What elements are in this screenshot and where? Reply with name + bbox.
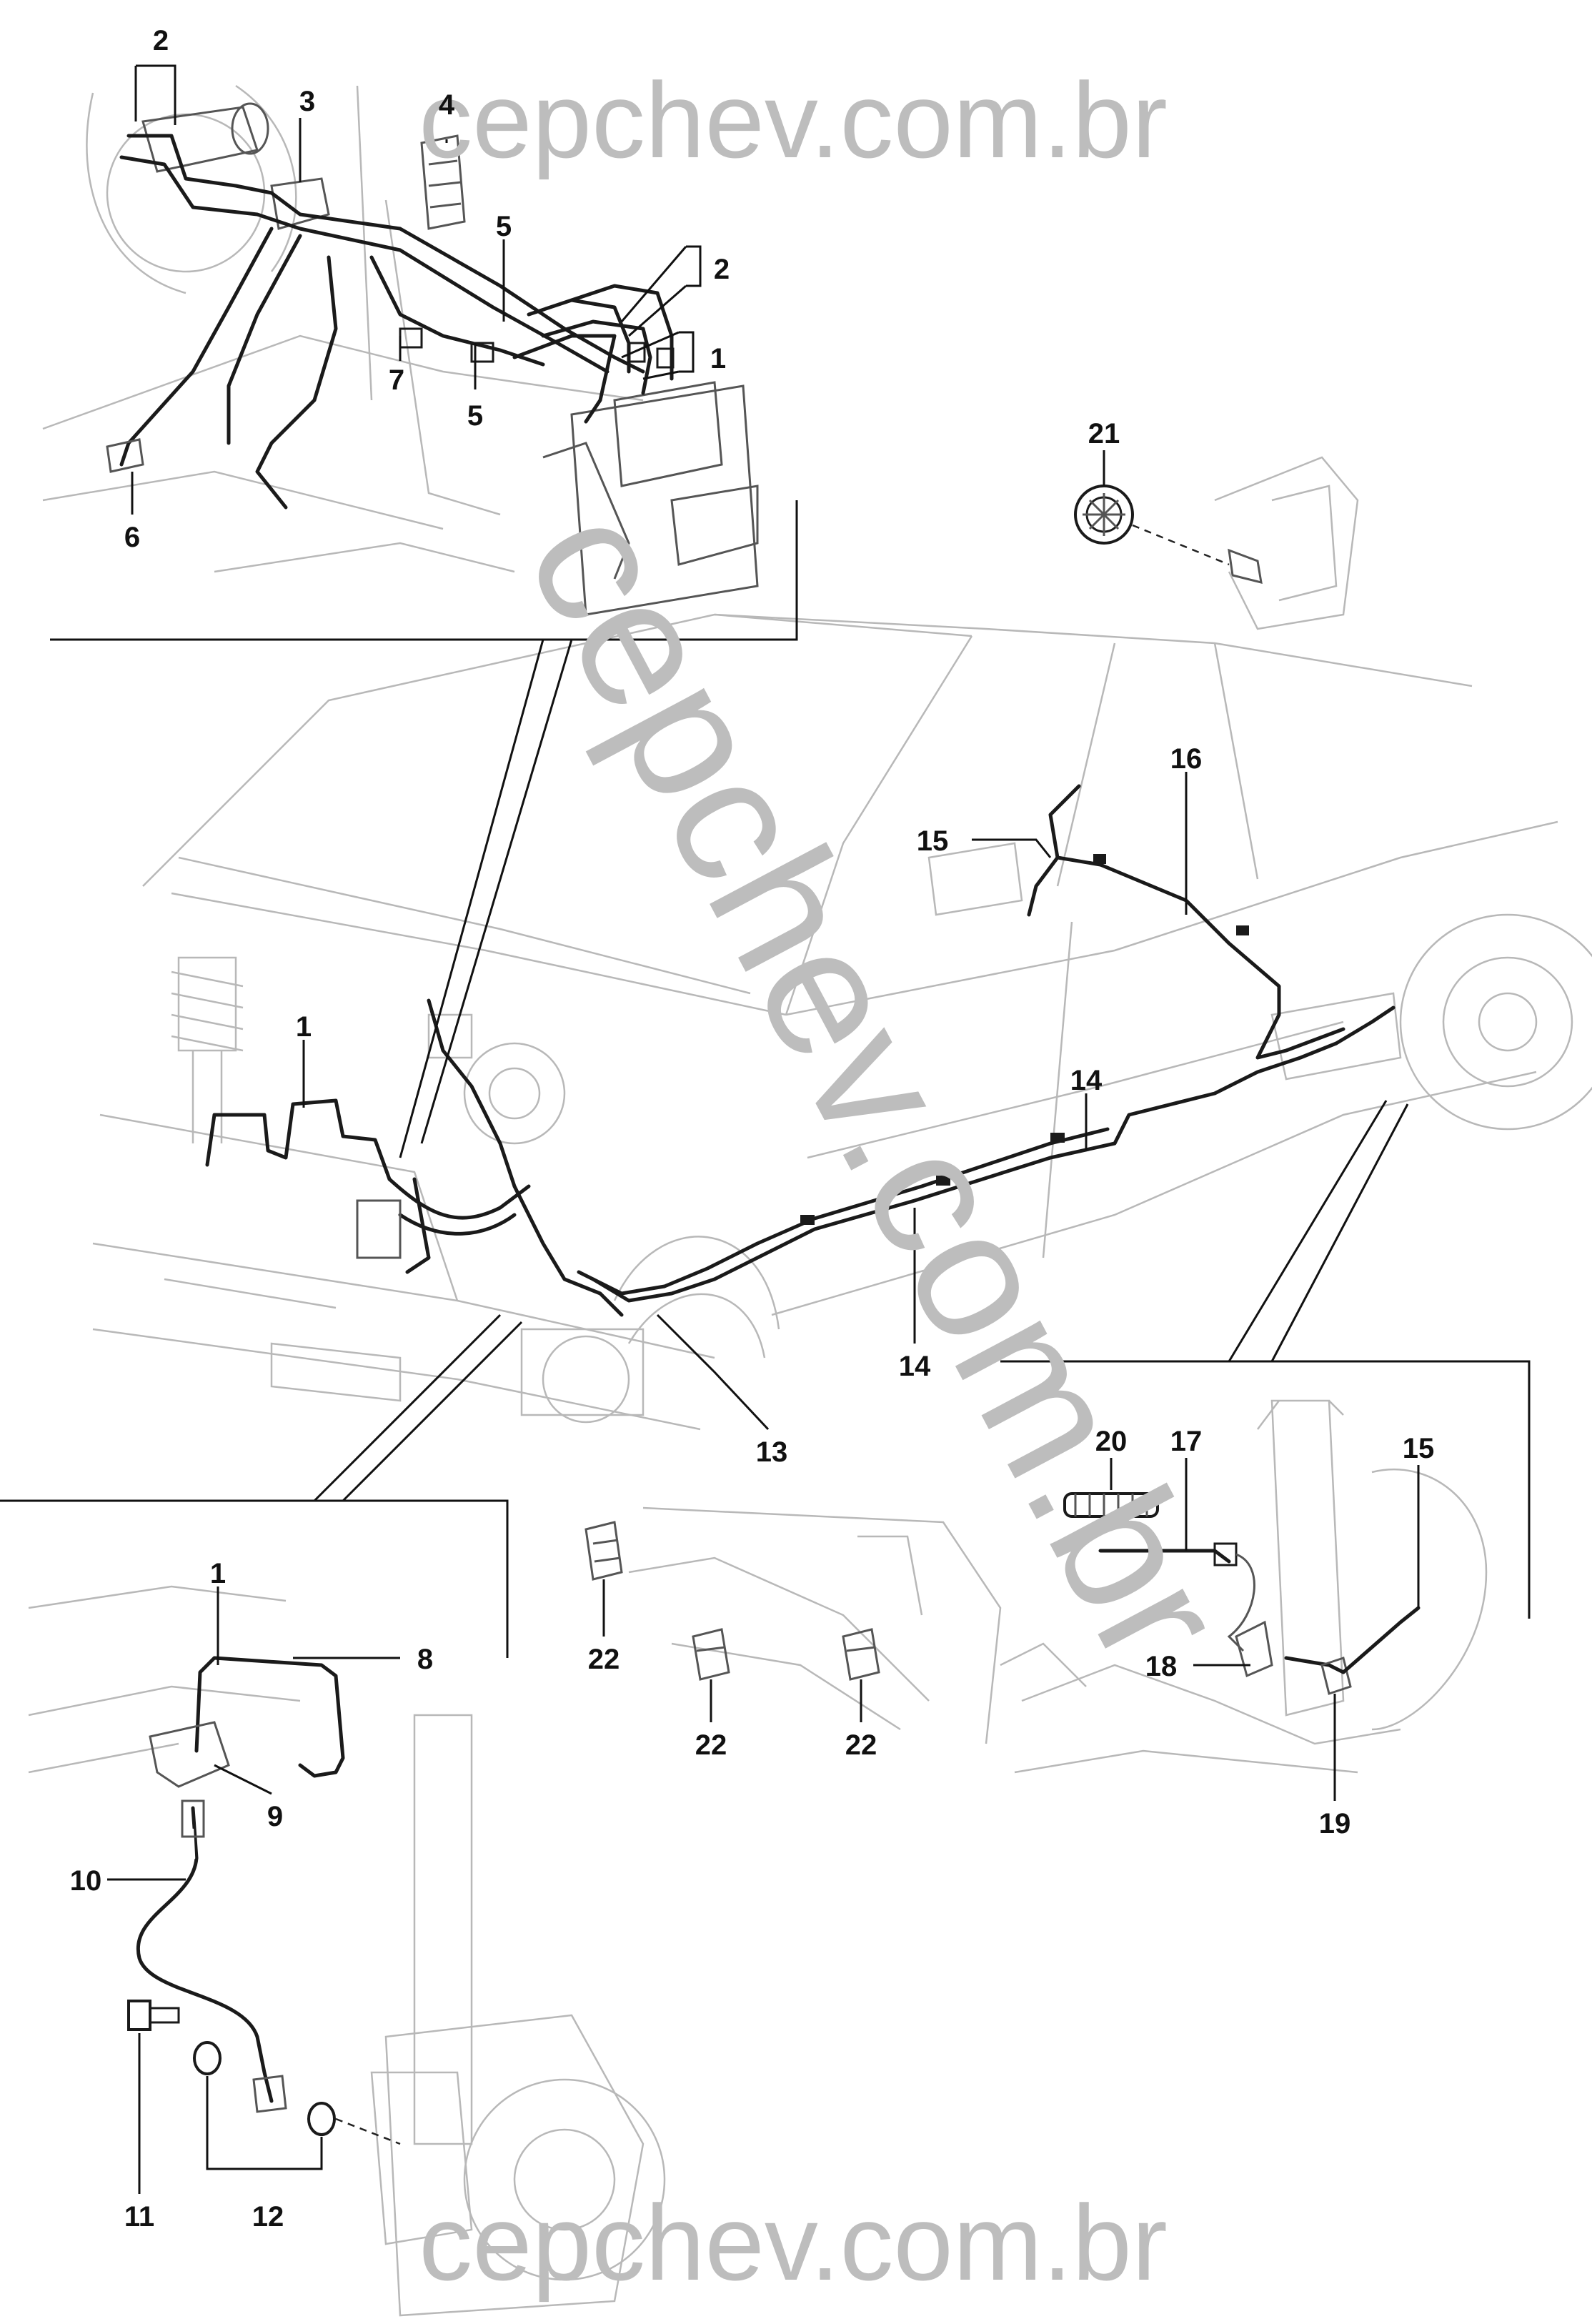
inset-front-brake: [0, 1314, 666, 2317]
callout-10: 10: [70, 1865, 102, 1897]
callout-5-bottom: 5: [467, 400, 483, 432]
inset-abs-module: [42, 64, 798, 1158]
inset-grommet: [1074, 450, 1359, 630]
watermark-diagonal: cepchev.com.br: [488, 476, 1265, 1695]
watermark-top: cepchev.com.br: [419, 60, 1168, 180]
callout-18: 18: [1145, 1651, 1178, 1682]
callout-19: 19: [1319, 1808, 1351, 1839]
callout-14-lower: 14: [899, 1351, 931, 1382]
callout-16: 16: [1170, 743, 1203, 775]
callouts-grommet-inset: 21: [1088, 418, 1120, 450]
callout-2-top: 2: [153, 25, 169, 56]
inset-rear-brake: [1000, 1100, 1531, 1801]
callout-2-right: 2: [714, 254, 730, 285]
callout-1-main: 1: [296, 1011, 312, 1043]
callouts-front-brake-inset: 1 8 9 10 11 12: [70, 1558, 433, 2233]
callout-22-right: 22: [845, 1729, 877, 1761]
main-view-leaders: [302, 772, 1188, 1431]
callout-13: 13: [756, 1436, 788, 1468]
callout-15-rear: 15: [1403, 1433, 1435, 1464]
callouts-clips-inset: 22 22 22: [588, 1644, 877, 1761]
main-brake-lines: [205, 784, 1396, 1317]
callout-7: 7: [389, 364, 404, 396]
callout-22-middle: 22: [695, 1729, 727, 1761]
callout-17: 17: [1170, 1426, 1203, 1457]
callout-14-upper: 14: [1070, 1065, 1103, 1096]
callout-12: 12: [252, 2201, 284, 2233]
callout-4: 4: [439, 89, 455, 121]
callout-9: 9: [267, 1801, 283, 1832]
callout-11: 11: [124, 2201, 154, 2233]
callout-20: 20: [1095, 1426, 1128, 1457]
callout-15-main: 15: [917, 825, 949, 857]
callouts-rear-brake-inset: 20 17 15 18 19: [1095, 1426, 1435, 1839]
callouts-abs-inset: 2 3 4 5 2 1 7 5 6: [124, 25, 730, 553]
callout-22-left: 22: [588, 1644, 620, 1675]
watermark-bottom: cepchev.com.br: [419, 2183, 1168, 2303]
callout-5-top: 5: [496, 211, 512, 242]
callout-1-inset: 1: [710, 343, 726, 374]
callouts-main-view: 1 16 15 14 14 13: [296, 743, 1202, 1468]
callout-1-front: 1: [210, 1558, 226, 1589]
callout-8: 8: [417, 1644, 433, 1675]
callout-21: 21: [1088, 418, 1120, 450]
inset-clips: [584, 1506, 1002, 1744]
callout-3: 3: [299, 86, 315, 117]
vehicle-body-outline: [92, 613, 1592, 1431]
callout-6: 6: [124, 522, 140, 553]
